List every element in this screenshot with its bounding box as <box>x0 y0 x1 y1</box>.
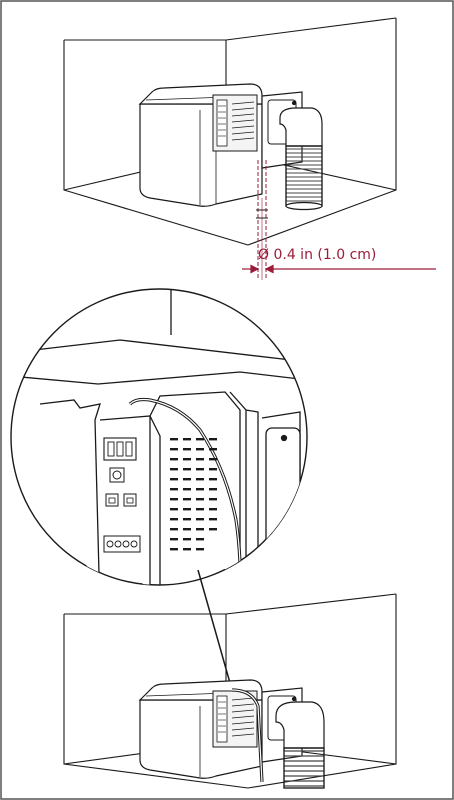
cable-top <box>256 160 268 280</box>
exhaust-duct-top <box>279 107 323 211</box>
unit-top <box>138 83 303 207</box>
callout-leader <box>197 569 233 691</box>
exhaust-duct-bottom <box>275 701 325 789</box>
magnifier-callout <box>10 288 308 586</box>
unit-bottom <box>138 679 303 779</box>
cable-bottom <box>231 688 264 783</box>
dimension-arrow <box>242 264 436 274</box>
cable-diameter-label: Ø 0.4 in (1.0 cm) <box>258 247 377 263</box>
